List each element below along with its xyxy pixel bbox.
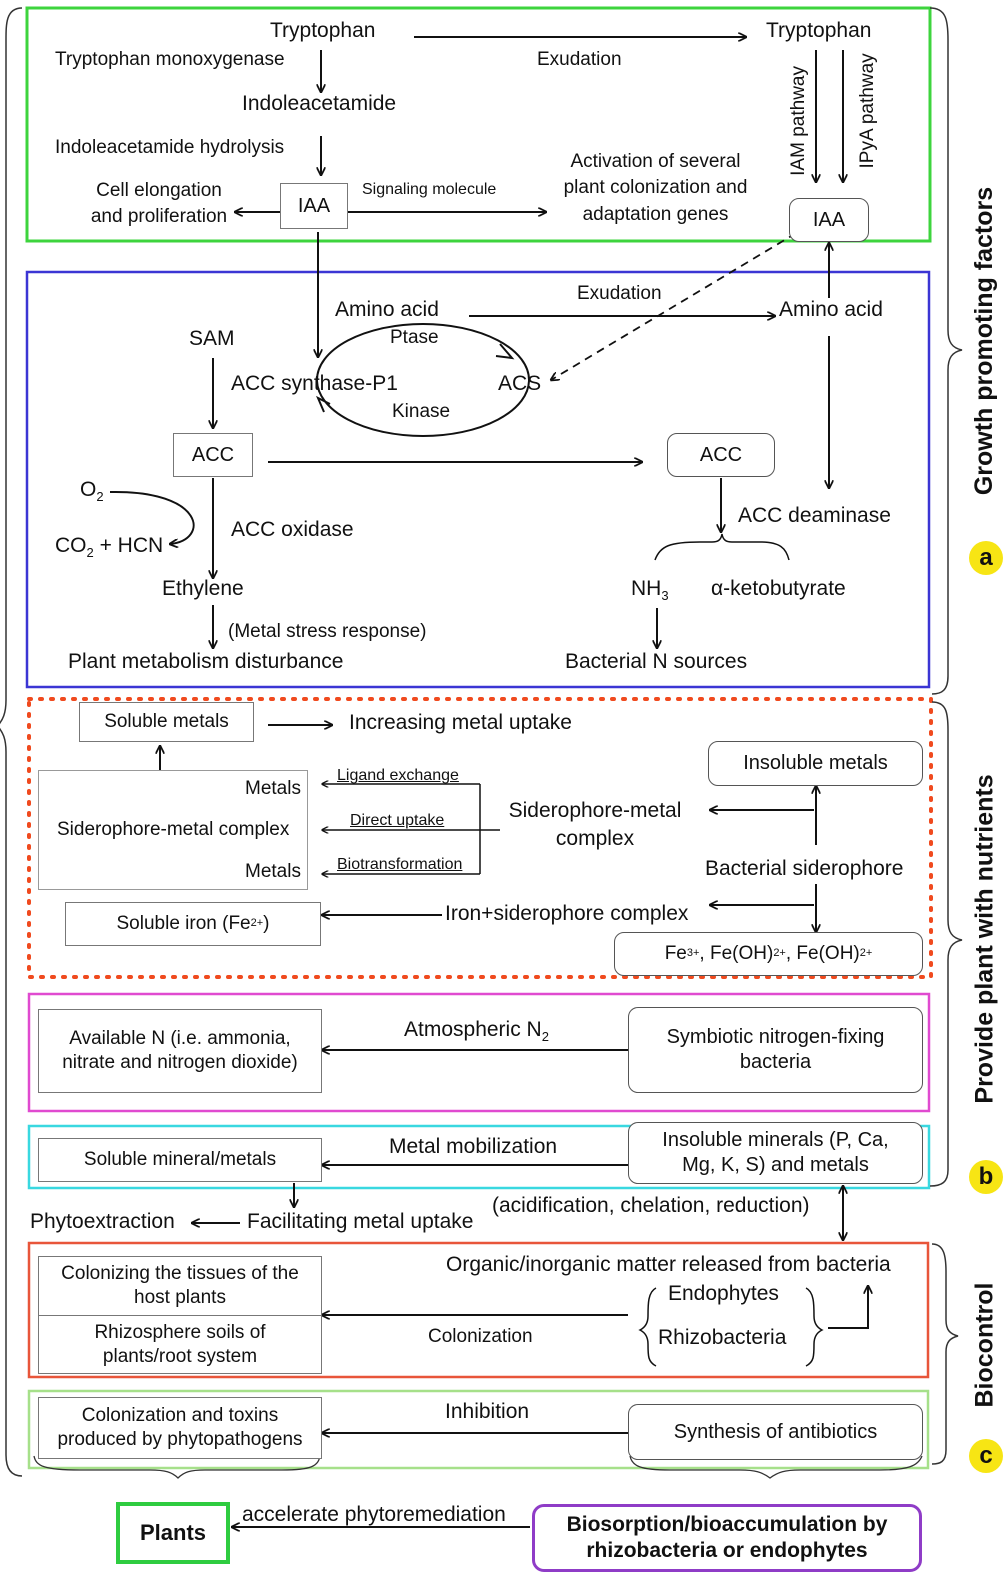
biosorption-box: Biosorption/bioaccumulation by rhizobact…	[532, 1504, 922, 1572]
antibiotic-panel-frame	[27, 1389, 930, 1470]
brace-c	[931, 1243, 959, 1465]
iaa-box-left: IAA	[280, 183, 348, 229]
rhizobacteria-label: Rhizobacteria	[658, 1326, 787, 1349]
metal-stress-label: (Metal stress response)	[228, 621, 427, 642]
increasing-uptake-label: Increasing metal uptake	[349, 711, 572, 734]
activation-line1: Activation of several	[570, 151, 741, 172]
bacterial-siderophore-label: Bacterial siderophore	[705, 857, 904, 880]
tryptophan-right: Tryptophan	[766, 19, 872, 42]
cell-elongation-line1: Cell elongation	[96, 180, 222, 201]
siderophore-complex-mid-line1: Siderophore-metal	[508, 799, 682, 822]
ethylene-label: Ethylene	[162, 577, 244, 600]
brace-b	[929, 701, 963, 1187]
metals-top-label: Metals	[245, 778, 301, 799]
iam-pathway-label: IAM pathway	[788, 66, 810, 176]
acc-oxidase-label: ACC oxidase	[231, 518, 354, 541]
accelerate-label: accelerate phytoremediation	[242, 1503, 506, 1526]
metal-mobilization-label: Metal mobilization	[389, 1135, 558, 1158]
colonization-panel-frame	[27, 1241, 930, 1379]
o2-label: O2	[80, 478, 104, 505]
mineral-panel-frame	[27, 1124, 931, 1190]
kinase-label: Kinase	[392, 401, 451, 422]
rhizosphere-box: Rhizosphere soils of plants/root system	[38, 1315, 322, 1374]
antibiotics-box: Synthesis of antibiotics	[628, 1404, 923, 1460]
ligand-exchange-label: Ligand exchange	[337, 767, 459, 784]
nitrogen-panel-frame	[27, 992, 931, 1113]
section-c-badge: c	[969, 1439, 1003, 1473]
section-a-badge: a	[969, 541, 1003, 575]
acc-box-left: ACC	[173, 433, 253, 477]
amino-acid-right: Amino acid	[779, 298, 883, 321]
symbiotic-bacteria-box: Symbiotic nitrogen-fixing bacteria	[628, 1007, 923, 1093]
acc-synthase-label: ACC synthase-P1	[231, 372, 398, 395]
inhibition-label: Inhibition	[445, 1400, 530, 1423]
cell-elongation-line2: and proliferation	[90, 206, 228, 227]
acc-deaminase-label: ACC deaminase	[738, 504, 891, 527]
iron-siderophore-complex-label: Iron+siderophore complex	[445, 902, 689, 925]
nh3-label: NH3	[631, 577, 669, 604]
organism-brace-right	[805, 1287, 824, 1367]
metals-bottom-label: Metals	[245, 861, 301, 882]
available-n-box: Available N (i.e. ammonia, nitrate and n…	[38, 1009, 322, 1093]
section-b-label: Provide plant with nutrients	[970, 774, 999, 1104]
facilitating-uptake-label: Facilitating metal uptake	[247, 1210, 474, 1233]
sam-label: SAM	[189, 327, 235, 350]
section-c-label: Biocontrol	[970, 1282, 999, 1408]
siderophore-complex-left-label: Siderophore-metal complex	[57, 819, 290, 840]
endophytes-label: Endophytes	[668, 1282, 779, 1305]
bacterial-n-label: Bacterial N sources	[565, 650, 748, 673]
exudation-label-top: Exudation	[537, 49, 622, 70]
bottom-brace-left	[33, 1455, 321, 1479]
amino-acid-left: Amino acid	[335, 298, 439, 321]
activation-line3: adaptation genes	[582, 204, 729, 225]
ptase-label: Ptase	[390, 327, 439, 348]
direct-uptake-label: Direct uptake	[350, 812, 445, 829]
soluble-metals-box: Soluble metals	[79, 702, 254, 742]
indoleacetamide-hydrolysis-label: Indoleacetamide hydrolysis	[55, 137, 285, 158]
acc-panel-frame	[25, 270, 931, 689]
acc-box-right: ACC	[667, 433, 775, 477]
insoluble-minerals-box: Insoluble minerals (P, Ca, Mg, K, S) and…	[628, 1122, 923, 1184]
insoluble-metals-box: Insoluble metals	[708, 741, 923, 786]
organic-matter-label: Organic/inorganic matter released from b…	[446, 1253, 891, 1276]
brace-a	[929, 7, 963, 695]
siderophore-complex-box	[38, 770, 308, 890]
siderophore-panel-frame	[27, 697, 933, 979]
colonization-label: Colonization	[428, 1326, 533, 1347]
tryptophan-monoxygenase-label: Tryptophan monoxygenase	[55, 49, 285, 70]
phytoextraction-label: Phytoextraction	[30, 1210, 175, 1233]
tryptophan-left: Tryptophan	[270, 19, 376, 42]
indoleacetamide: Indoleacetamide	[242, 92, 397, 115]
co2-hcn-label: CO2 + HCN	[55, 534, 164, 561]
ipya-pathway-label: IPyA pathway	[857, 53, 879, 169]
ketobutyrate-label: α-ketobutyrate	[711, 577, 846, 600]
siderophore-complex-mid-line2: complex	[555, 827, 635, 850]
colonizing-tissues-box: Colonizing the tissues of the host plant…	[38, 1256, 322, 1315]
soluble-mineral-box: Soluble mineral/metals	[38, 1138, 322, 1182]
signaling-molecule-label: Signaling molecule	[362, 181, 497, 198]
atmospheric-n2-label: Atmospheric N2	[404, 1018, 549, 1045]
section-a-label: Growth promoting factors	[970, 186, 998, 496]
left-brace	[0, 7, 23, 1477]
section-b-badge: b	[969, 1160, 1003, 1194]
organism-brace-left	[638, 1287, 657, 1367]
exudation-label-acc: Exudation	[577, 283, 662, 304]
acs-label: ACS	[498, 372, 542, 395]
phytopathogens-box: Colonization and toxins produced by phyt…	[38, 1397, 322, 1459]
plants-box: Plants	[116, 1502, 230, 1564]
biotransformation-label: Biotransformation	[337, 856, 463, 873]
growth-panel-frame	[25, 6, 932, 243]
activation-line2: plant colonization and	[563, 177, 748, 198]
iaa-box-right: IAA	[789, 198, 869, 242]
plant-metabolism-label: Plant metabolism disturbance	[68, 650, 344, 673]
bottom-brace-right	[629, 1455, 923, 1479]
acidification-label: (acidification, chelation, reduction)	[492, 1194, 810, 1217]
